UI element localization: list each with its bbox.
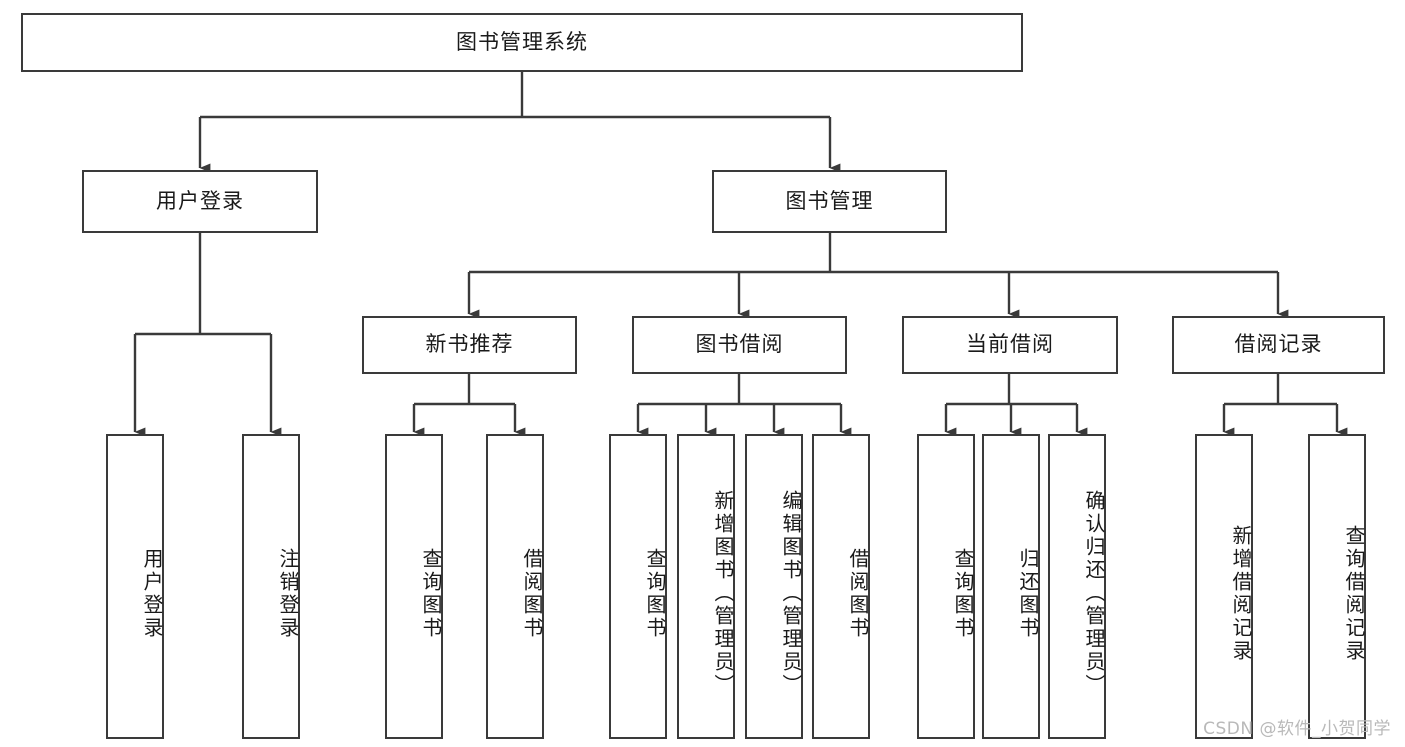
- leaf-label: 借阅图书: [520, 547, 544, 640]
- leaf-borrow-record-add-record[interactable]: 新增借阅记录: [1195, 434, 1253, 739]
- leaf-user-login-logout[interactable]: 注销登录: [242, 434, 300, 739]
- leaf-label: 注销登录: [276, 547, 300, 640]
- leaf-new-book-query-book[interactable]: 查询图书: [385, 434, 443, 739]
- leaf-book-borrow-query-book[interactable]: 查询图书: [609, 434, 667, 739]
- leaf-current-borrow-confirm-return-admin[interactable]: 确认归还（管理员）: [1048, 434, 1106, 739]
- leaf-borrow-record-query-record[interactable]: 查询借阅记录: [1308, 434, 1366, 739]
- leaf-book-borrow-edit-book-admin[interactable]: 编辑图书（管理员）: [745, 434, 803, 739]
- node-user-login[interactable]: 用户登录: [82, 170, 318, 233]
- node-borrow-record[interactable]: 借阅记录: [1172, 316, 1385, 374]
- leaf-label: 用户登录: [140, 547, 164, 640]
- leaf-book-borrow-add-book-admin[interactable]: 新增图书（管理员）: [677, 434, 735, 739]
- leaf-label: 新增借阅记录: [1229, 524, 1253, 663]
- node-root-book-management-system[interactable]: 图书管理系统: [21, 13, 1023, 72]
- leaf-label: 查询图书: [643, 547, 667, 640]
- leaf-book-borrow-borrow-book[interactable]: 借阅图书: [812, 434, 870, 739]
- leaf-label: 查询图书: [419, 547, 443, 640]
- leaf-current-borrow-return-book[interactable]: 归还图书: [982, 434, 1040, 739]
- leaf-label: 新增图书（管理员）: [711, 490, 735, 697]
- leaf-label: 借阅图书: [846, 547, 870, 640]
- leaf-user-login-login[interactable]: 用户登录: [106, 434, 164, 739]
- node-current-borrow[interactable]: 当前借阅: [902, 316, 1118, 374]
- leaf-label: 查询借阅记录: [1342, 524, 1366, 663]
- leaf-label: 归还图书: [1016, 547, 1040, 640]
- leaf-label: 确认归还（管理员）: [1082, 490, 1106, 697]
- node-new-book-recommend[interactable]: 新书推荐: [362, 316, 577, 374]
- leaf-new-book-borrow-book[interactable]: 借阅图书: [486, 434, 544, 739]
- leaf-current-borrow-query-book[interactable]: 查询图书: [917, 434, 975, 739]
- node-book-borrow[interactable]: 图书借阅: [632, 316, 847, 374]
- watermark: CSDN @软件_小贺同学: [1203, 719, 1391, 739]
- node-book-management[interactable]: 图书管理: [712, 170, 947, 233]
- leaf-label: 查询图书: [951, 547, 975, 640]
- leaf-label: 编辑图书（管理员）: [779, 490, 803, 697]
